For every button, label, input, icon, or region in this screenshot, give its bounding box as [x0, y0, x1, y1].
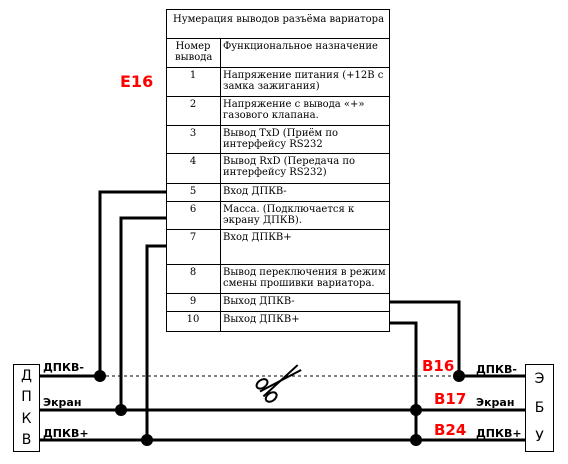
sensor-box-letter: Д [21, 367, 32, 384]
table-title: Нумерация выводов разъёма вариатора [173, 14, 385, 25]
table-row-10-num: 10 [186, 314, 200, 325]
table-row-3-num: 3 [189, 128, 197, 139]
table-row-9-num: 9 [189, 296, 197, 307]
scissors-icon [255, 364, 302, 403]
table-row-1-desc: Напряжение питания (+12В с замка зажиган… [223, 70, 384, 92]
table-row-8-num: 8 [189, 267, 197, 278]
table-row-4-desc: Вывод RxD (Передача по интерфейсу RS232) [223, 156, 356, 178]
sensor-box-letter: В [21, 432, 32, 449]
ecu-box: Э Б У [525, 364, 554, 452]
sensor-box-letter: К [21, 410, 32, 427]
header-number: Номер вывода [175, 41, 213, 63]
table-row-9-desc: Выход ДПКВ- [223, 296, 295, 307]
table-row-7-desc: Вход ДПКВ+ [223, 232, 292, 243]
junction-dot [410, 434, 422, 446]
table-row-3-desc: Вывод TxD (Приём по интерфейсу RS232 [223, 128, 339, 150]
wire-pin9 [390, 300, 525, 378]
junction-dot [115, 404, 127, 416]
table-row-1-num: 1 [189, 70, 197, 81]
junction-dot [141, 434, 153, 446]
table-row-10-desc: Выход ДПКВ+ [223, 314, 300, 325]
connector-label: E16 [120, 72, 154, 91]
table-row-2-num: 2 [189, 99, 197, 110]
sensor-box-letter: П [21, 389, 32, 406]
table-row-5-desc: Вход ДПКВ- [223, 186, 287, 197]
pin-b17-label: B17 [434, 390, 467, 408]
right-plus-label: ДПКВ+ [476, 427, 522, 440]
junction-dot [94, 370, 106, 382]
right-screen-label: Экран [476, 396, 515, 409]
right-minus-label: ДПКВ- [476, 363, 517, 376]
table-row-6-num: 6 [189, 204, 197, 215]
pin-b16-label: B16 [422, 357, 455, 375]
table-row-7-num: 7 [189, 232, 197, 243]
wire-pin6 [119, 216, 166, 410]
pin-table: Нумерация выводов разъёма вариатора Номе… [166, 9, 390, 332]
junction-dot [453, 370, 465, 382]
wire-pin10 [390, 321, 418, 440]
junction-dot [410, 404, 422, 416]
wire-pin7 [145, 244, 166, 440]
header-description: Функциональное назначение [223, 41, 378, 52]
ecu-box-letter: Б [534, 399, 545, 416]
sensor-box: Д П К В [13, 364, 40, 452]
table-row-2-desc: Напряжение с вывода «+» газового клапана… [223, 99, 365, 121]
ecu-box-letter: У [535, 428, 544, 445]
table-row-5-num: 5 [189, 186, 197, 197]
pin-b24-label: B24 [434, 421, 467, 439]
wire-pin5 [98, 190, 166, 376]
table-row-6-desc: Масса. (Подключается к экрану ДПКВ). [223, 204, 355, 226]
table-row-4-num: 4 [189, 156, 197, 167]
table-row-8-desc: Вывод переключения в режим смены прошивк… [223, 267, 386, 289]
left-screen-label: Экран [43, 396, 82, 409]
left-minus-label: ДПКВ- [43, 361, 84, 374]
left-plus-label: ДПКВ+ [43, 427, 89, 440]
ecu-box-letter: Э [534, 371, 545, 388]
